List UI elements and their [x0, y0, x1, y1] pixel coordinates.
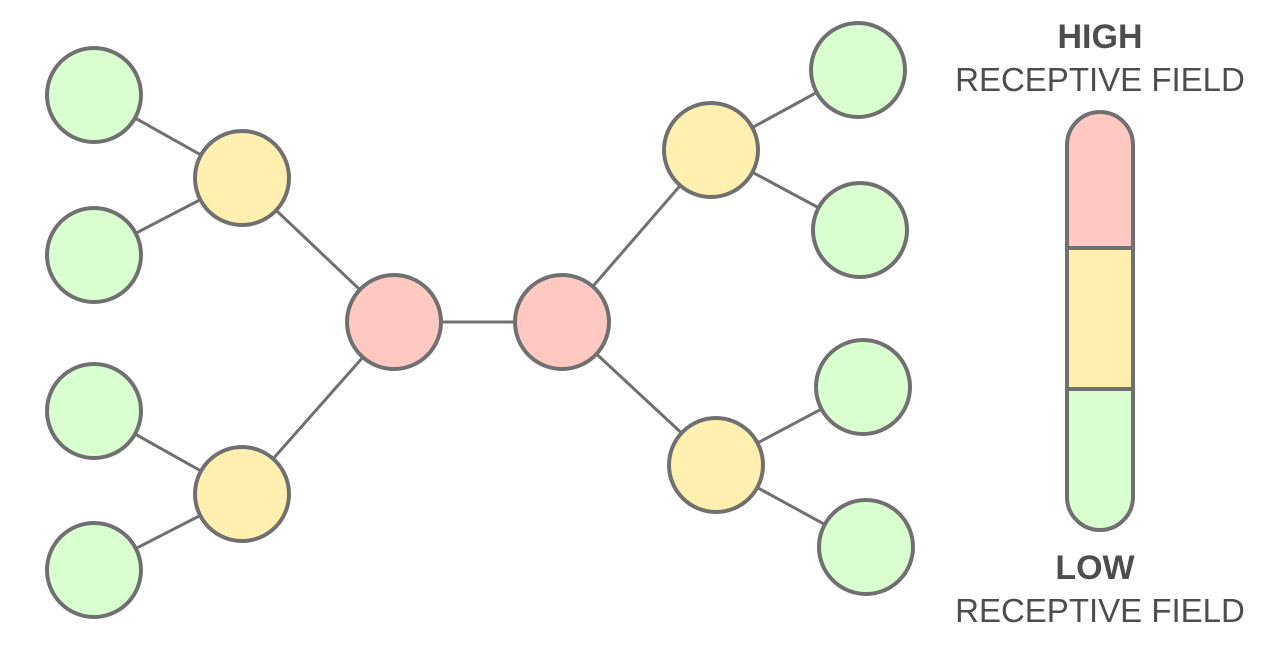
node-g6-low [811, 181, 909, 279]
node-g1-low [45, 46, 143, 144]
node-g4-low [45, 521, 143, 619]
node-g3-low [45, 362, 143, 460]
node-r1-high [345, 273, 443, 371]
legend-segment-high [1067, 112, 1133, 248]
legend-bar-outline [1065, 110, 1135, 532]
node-g8-low [817, 498, 915, 596]
legend-high-label: HIGH [1057, 18, 1143, 56]
legend-low-label: LOW [1055, 549, 1135, 587]
node-g2-low [45, 206, 143, 304]
legend-high-sublabel: RECEPTIVE FIELD [955, 61, 1245, 98]
legend-low-sublabel: RECEPTIVE FIELD [955, 592, 1245, 629]
node-y1-mid [193, 129, 291, 227]
node-y4-mid [667, 416, 765, 514]
receptive-field-legend-bar [1065, 110, 1135, 532]
node-y2-mid [193, 445, 291, 543]
node-r2-high [513, 273, 611, 371]
legend-segment-low [1067, 389, 1133, 530]
legend-segment-mid [1067, 248, 1133, 389]
node-g7-low [814, 338, 912, 436]
graph-nodes [45, 21, 915, 619]
node-y3-mid [662, 101, 760, 199]
node-g5-low [809, 21, 907, 119]
